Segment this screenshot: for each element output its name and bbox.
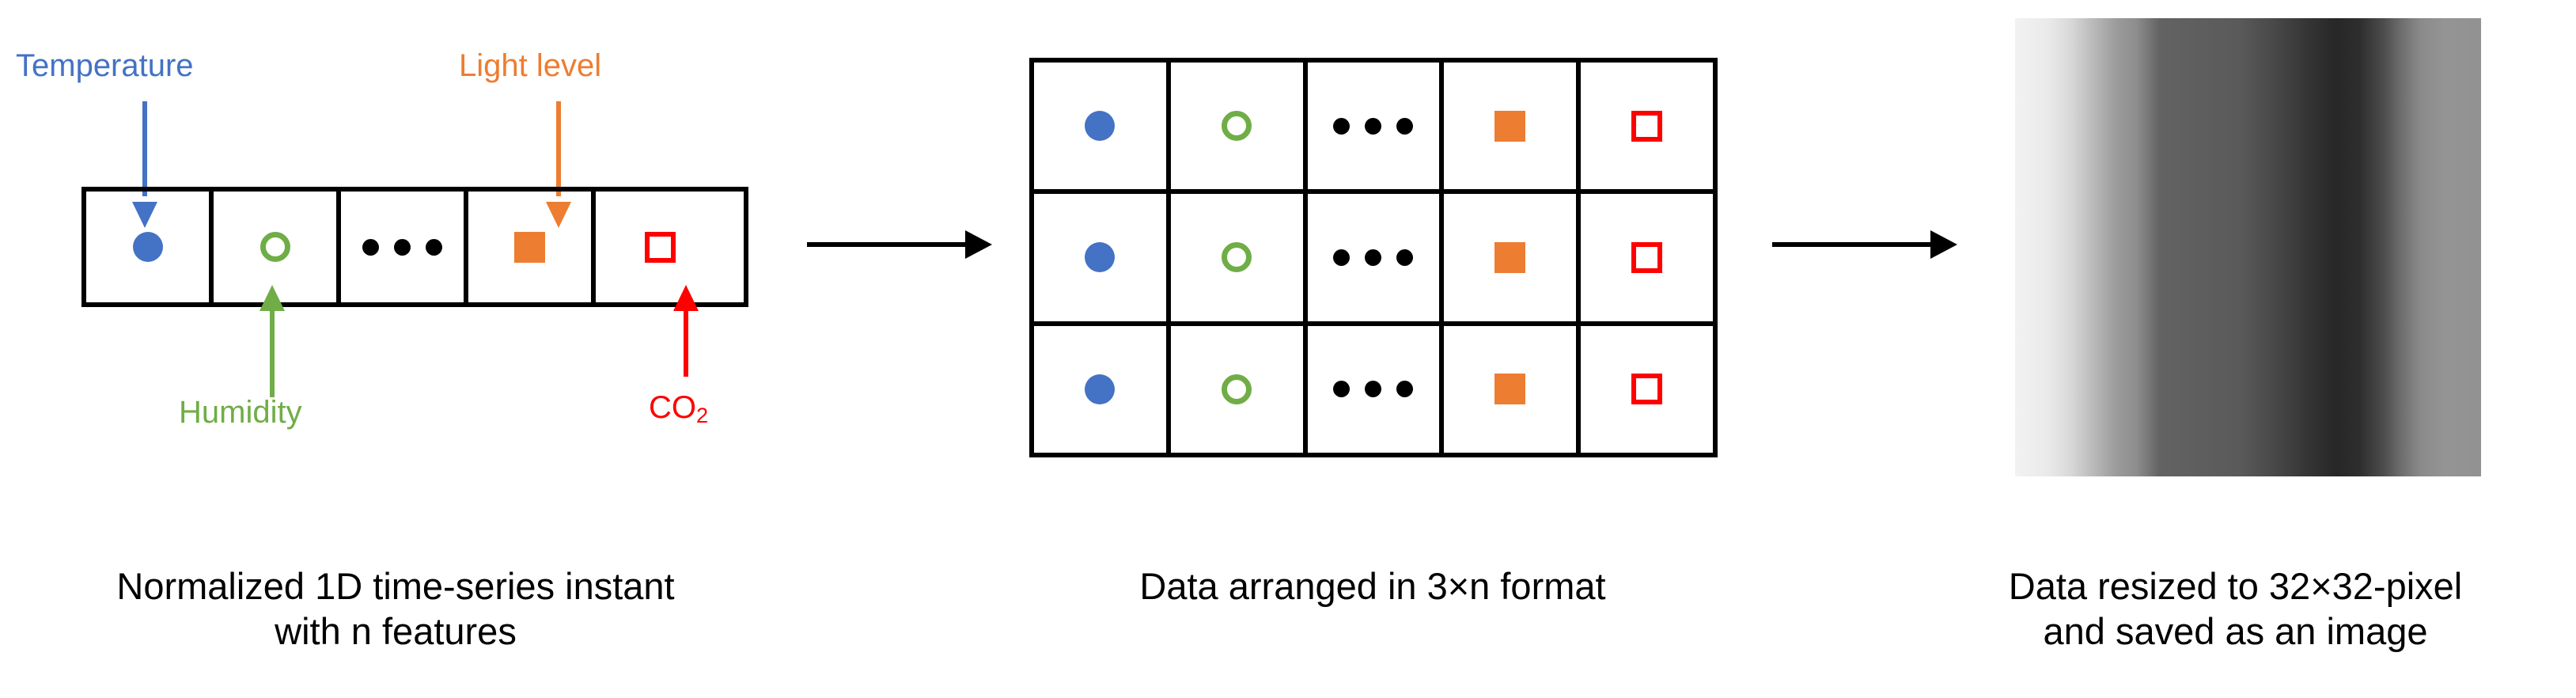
filled-square-icon bbox=[1494, 241, 1526, 273]
ellipsis-dots-icon bbox=[362, 238, 442, 256]
callout-arrow-co2-shaft bbox=[684, 310, 688, 377]
flow-arrow-1-head bbox=[965, 230, 992, 259]
strip-cell-humidity bbox=[214, 192, 341, 302]
grid-cell-humidity bbox=[1171, 63, 1308, 190]
caption-panel-1-line-1: Normalized 1D time-series instant bbox=[116, 565, 675, 607]
hollow-circle-icon bbox=[259, 232, 290, 262]
callout-label-co2: CO2 bbox=[649, 391, 708, 427]
callout-arrow-temperature-head bbox=[132, 202, 157, 228]
grid-row bbox=[1034, 194, 1713, 326]
callout-arrow-light-level-head bbox=[546, 202, 571, 228]
grid-cell-ellipsis bbox=[1308, 63, 1445, 190]
flow-arrow-2-head bbox=[1930, 230, 1957, 259]
filled-circle-icon bbox=[1085, 374, 1116, 404]
grid-cell-ellipsis bbox=[1308, 194, 1445, 321]
hollow-square-icon bbox=[1631, 110, 1663, 142]
caption-panel-2: Data arranged in 3×n format bbox=[1021, 563, 1725, 609]
grid-cell-humidity bbox=[1171, 194, 1308, 321]
grid-cell-co2 bbox=[1581, 194, 1713, 321]
grid-row bbox=[1034, 63, 1713, 195]
callout-label-co2-subscript: 2 bbox=[696, 402, 709, 427]
hollow-square-icon bbox=[1631, 374, 1663, 405]
hollow-square-icon bbox=[645, 231, 676, 263]
data-grid-3xn bbox=[1029, 58, 1718, 457]
resized-gradient-image bbox=[2015, 18, 2481, 476]
caption-panel-3-line-2: and saved as an image bbox=[2043, 610, 2428, 653]
filled-circle-icon bbox=[1085, 111, 1116, 142]
grid-cell-co2 bbox=[1581, 326, 1713, 453]
flow-arrow-2-shaft bbox=[1772, 242, 1930, 247]
grid-cell-light-level bbox=[1444, 325, 1582, 453]
callout-label-humidity: Humidity bbox=[179, 395, 302, 430]
ellipsis-dots-icon bbox=[1333, 117, 1414, 135]
filled-square-icon bbox=[1494, 110, 1526, 142]
flow-arrow-1-shaft bbox=[807, 242, 965, 247]
filled-square-icon bbox=[1494, 374, 1526, 405]
callout-arrow-humidity-shaft bbox=[270, 310, 275, 397]
grid-row bbox=[1034, 325, 1713, 453]
strip-cell-light-level bbox=[468, 192, 596, 302]
grid-cell-humidity bbox=[1171, 325, 1308, 453]
grid-cell-ellipsis bbox=[1308, 325, 1445, 453]
strip-cell-co2 bbox=[596, 192, 725, 302]
caption-panel-1: Normalized 1D time-series instant with n… bbox=[0, 563, 791, 654]
grid-cell-light-level bbox=[1444, 63, 1582, 190]
filled-circle-icon bbox=[132, 232, 163, 262]
callout-arrow-co2-head bbox=[673, 285, 699, 311]
hollow-circle-icon bbox=[1222, 111, 1252, 142]
strip-cell-ellipsis bbox=[341, 192, 468, 302]
hollow-square-icon bbox=[1631, 241, 1663, 273]
caption-panel-1-line-2: with n features bbox=[275, 610, 517, 653]
ellipsis-dots-icon bbox=[1333, 248, 1414, 266]
callout-label-temperature: Temperature bbox=[16, 48, 194, 83]
callout-label-co2-text: CO bbox=[649, 390, 696, 425]
timeseries-strip bbox=[81, 187, 748, 307]
filled-square-icon bbox=[514, 231, 545, 263]
strip-cell-temperature bbox=[86, 192, 214, 302]
caption-panel-3-line-1: Data resized to 32×32-pixel bbox=[2008, 565, 2463, 607]
caption-panel-3: Data resized to 32×32-pixel and saved as… bbox=[1895, 563, 2576, 654]
callout-arrow-humidity-head bbox=[259, 285, 285, 311]
hollow-circle-icon bbox=[1222, 242, 1252, 273]
grid-cell-temperature bbox=[1034, 63, 1171, 190]
grid-cell-temperature bbox=[1034, 194, 1171, 321]
caption-panel-2-line-1: Data arranged in 3×n format bbox=[1139, 565, 1606, 607]
ellipsis-dots-icon bbox=[1333, 381, 1414, 398]
grid-cell-co2 bbox=[1581, 63, 1713, 189]
hollow-circle-icon bbox=[1222, 374, 1252, 404]
callout-label-light-level: Light level bbox=[459, 48, 602, 83]
callout-arrow-temperature-shaft bbox=[142, 101, 147, 196]
grid-cell-light-level bbox=[1444, 194, 1582, 321]
filled-circle-icon bbox=[1085, 242, 1116, 273]
grid-cell-temperature bbox=[1034, 325, 1171, 453]
callout-arrow-light-level-shaft bbox=[556, 101, 561, 196]
